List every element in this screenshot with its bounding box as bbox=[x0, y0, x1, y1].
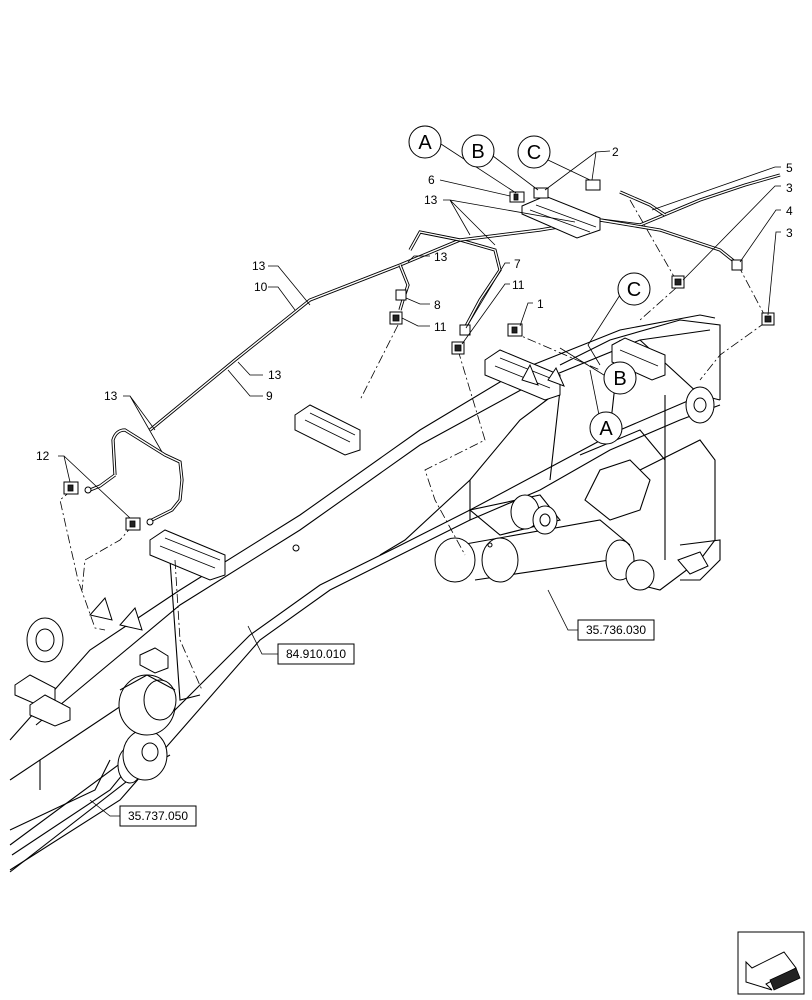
clamp-block-right-1 bbox=[484, 349, 561, 401]
callout-13-far-left: 13 bbox=[104, 389, 118, 403]
fitting-11a bbox=[389, 311, 403, 325]
svg-text:C: C bbox=[527, 142, 541, 164]
fitting-1 bbox=[507, 323, 523, 337]
callout-leaders bbox=[58, 143, 781, 817]
reference-boxes[interactable]: 84.910.010 35.736.030 35.737.050 bbox=[119, 619, 655, 827]
fittings bbox=[63, 179, 775, 531]
callout-11-left: 11 bbox=[434, 320, 447, 334]
fitting-11b bbox=[451, 341, 465, 355]
clamp-block-far-left bbox=[14, 647, 169, 727]
boom-structure bbox=[9, 314, 721, 873]
clamp-blocks bbox=[14, 337, 666, 727]
fitting-6 bbox=[509, 191, 525, 203]
fitting-7 bbox=[459, 324, 471, 336]
svg-text:35.736.030: 35.736.030 bbox=[586, 623, 646, 637]
callout-3-bottom: 3 bbox=[786, 226, 793, 240]
callout-9: 9 bbox=[266, 389, 273, 403]
callout-12: 12 bbox=[36, 449, 50, 463]
clamp-block-right-2 bbox=[611, 337, 666, 381]
callout-7: 7 bbox=[514, 257, 521, 271]
callout-6: 6 bbox=[428, 173, 435, 187]
circle-b-top: B bbox=[461, 134, 495, 168]
next-page-arrow-icon[interactable] bbox=[737, 931, 805, 995]
hydraulic-pipes bbox=[89, 173, 781, 524]
circle-c-top: C bbox=[517, 135, 551, 169]
circle-a-bottom: A bbox=[589, 411, 623, 445]
callout-2: 2 bbox=[612, 145, 619, 159]
fitting-2 bbox=[585, 179, 601, 191]
reference-35-736-030[interactable]: 35.736.030 bbox=[577, 619, 655, 641]
circle-c-bottom: C bbox=[617, 272, 651, 306]
svg-text:B: B bbox=[613, 368, 626, 390]
svg-text:84.910.010: 84.910.010 bbox=[286, 647, 346, 661]
callout-13-top: 13 bbox=[424, 193, 438, 207]
fitting-3b bbox=[761, 312, 775, 326]
callout-13-lower: 13 bbox=[268, 368, 282, 382]
callout-8: 8 bbox=[434, 298, 441, 312]
callout-11-right: 11 bbox=[512, 278, 525, 292]
fitting-12b bbox=[125, 517, 141, 531]
number-callouts: 1 2 3 4 3 5 6 7 8 9 10 11 11 12 13 13 13… bbox=[36, 145, 793, 463]
callout-1: 1 bbox=[537, 297, 544, 311]
svg-text:35.737.050: 35.737.050 bbox=[128, 809, 188, 823]
fitting-a-top bbox=[533, 187, 549, 199]
fitting-12a bbox=[63, 481, 79, 495]
callout-3-top: 3 bbox=[786, 181, 793, 195]
callout-5: 5 bbox=[786, 161, 793, 175]
svg-text:A: A bbox=[599, 418, 613, 440]
svg-text:A: A bbox=[418, 132, 432, 154]
circle-a-top: A bbox=[408, 125, 442, 159]
fitting-4 bbox=[731, 259, 743, 271]
circle-b-bottom: B bbox=[603, 361, 637, 395]
svg-text:C: C bbox=[627, 279, 641, 301]
callout-13-mid: 13 bbox=[434, 250, 448, 264]
callout-10: 10 bbox=[254, 280, 268, 294]
reference-84-910-010[interactable]: 84.910.010 bbox=[277, 643, 355, 665]
clamp-block-left bbox=[149, 529, 226, 581]
circled-letters: A B C C B A bbox=[408, 125, 651, 445]
clamp-block-upper-mid bbox=[294, 404, 361, 456]
svg-text:B: B bbox=[471, 141, 484, 163]
fitting-3a bbox=[671, 275, 685, 289]
reference-35-737-050[interactable]: 35.737.050 bbox=[119, 805, 197, 827]
callout-13-left: 13 bbox=[252, 259, 266, 273]
fitting-8 bbox=[395, 289, 407, 301]
assembly-leaders bbox=[59, 194, 767, 691]
callout-4: 4 bbox=[786, 204, 793, 218]
